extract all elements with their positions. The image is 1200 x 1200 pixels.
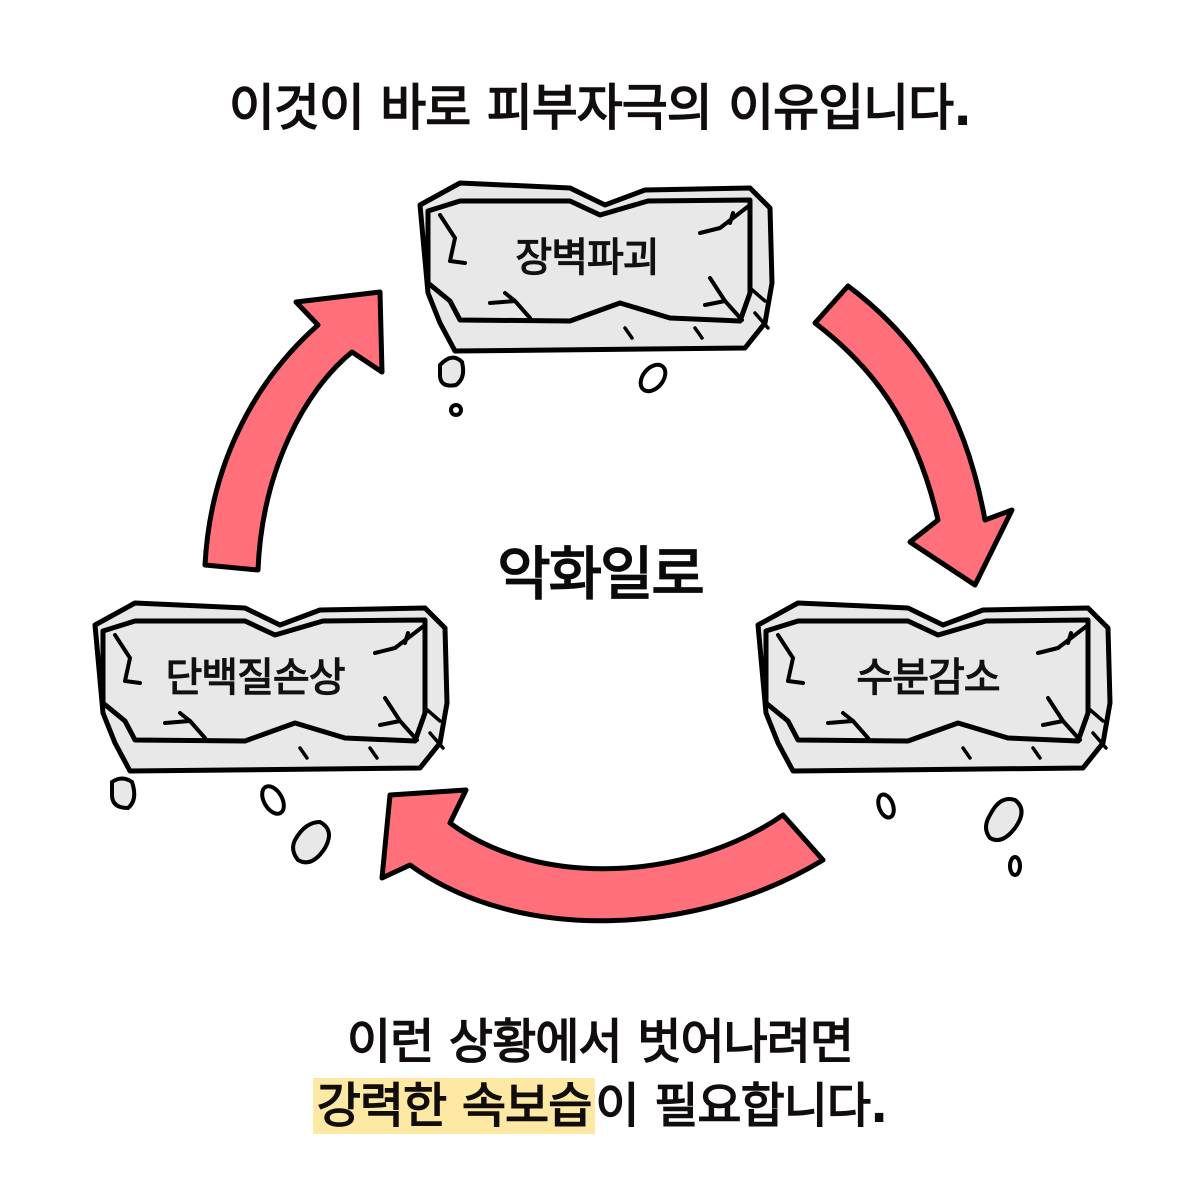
footer-message: 이런 상황에서 벗어나려면 강력한 속보습이 필요합니다. <box>0 1010 1200 1138</box>
arrow-protein-to-barrier <box>202 289 385 573</box>
footer-line-2: 강력한 속보습이 필요합니다. <box>0 1074 1200 1138</box>
stone-moisture-loss: 수분감소 <box>758 603 1110 771</box>
footer-line-1: 이런 상황에서 벗어나려면 <box>346 1014 854 1070</box>
stone-protein-damage: 단백질손상 <box>95 603 447 771</box>
stage-label-moisture: 수분감소 <box>856 655 999 701</box>
stage-label-protein: 단백질손상 <box>166 655 346 701</box>
page-title: 이것이 바로 피부자극의 이유입니다. <box>228 79 972 137</box>
stage-label-barrier: 장벽파괴 <box>515 235 658 281</box>
footer-line-2-rest: 이 필요합니다. <box>595 1078 888 1134</box>
arrow-moisture-to-protein <box>379 787 826 924</box>
debris <box>876 792 1024 877</box>
debris <box>110 776 331 865</box>
debris <box>438 355 668 417</box>
highlighted-phrase: 강력한 속보습 <box>312 1078 596 1134</box>
center-label: 악화일로 <box>497 540 704 608</box>
arrow-barrier-to-moisture <box>812 283 1015 588</box>
stone-barrier-destruction: 장벽파괴 <box>420 183 772 351</box>
